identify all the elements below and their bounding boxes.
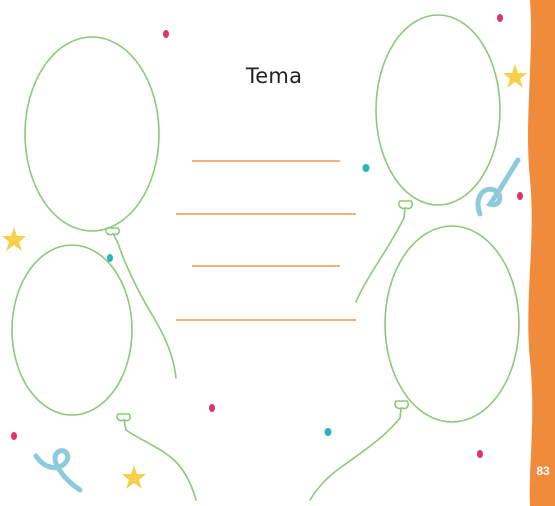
confetti-dot (497, 14, 503, 22)
confetti-dot (363, 164, 370, 172)
side-band (528, 0, 555, 506)
confetti-dot (477, 450, 483, 458)
confetti-dot (11, 432, 17, 440)
balloon-top-right (356, 15, 500, 302)
confetti-dot (517, 192, 523, 200)
confetti-dot (209, 404, 215, 412)
balloon-bottom-right (310, 226, 519, 500)
page-number: 83 (532, 464, 554, 478)
ribbon-curl (478, 160, 518, 214)
star-icon (2, 227, 26, 251)
confetti-dot (163, 30, 169, 38)
confetti-dot (325, 428, 332, 436)
ribbon-curl (36, 451, 80, 490)
star-icon (122, 465, 146, 489)
balloon-top-left (25, 37, 176, 378)
worksheet-title: Tema (234, 64, 314, 88)
star-icon (503, 64, 527, 88)
confetti-dot (107, 254, 113, 262)
